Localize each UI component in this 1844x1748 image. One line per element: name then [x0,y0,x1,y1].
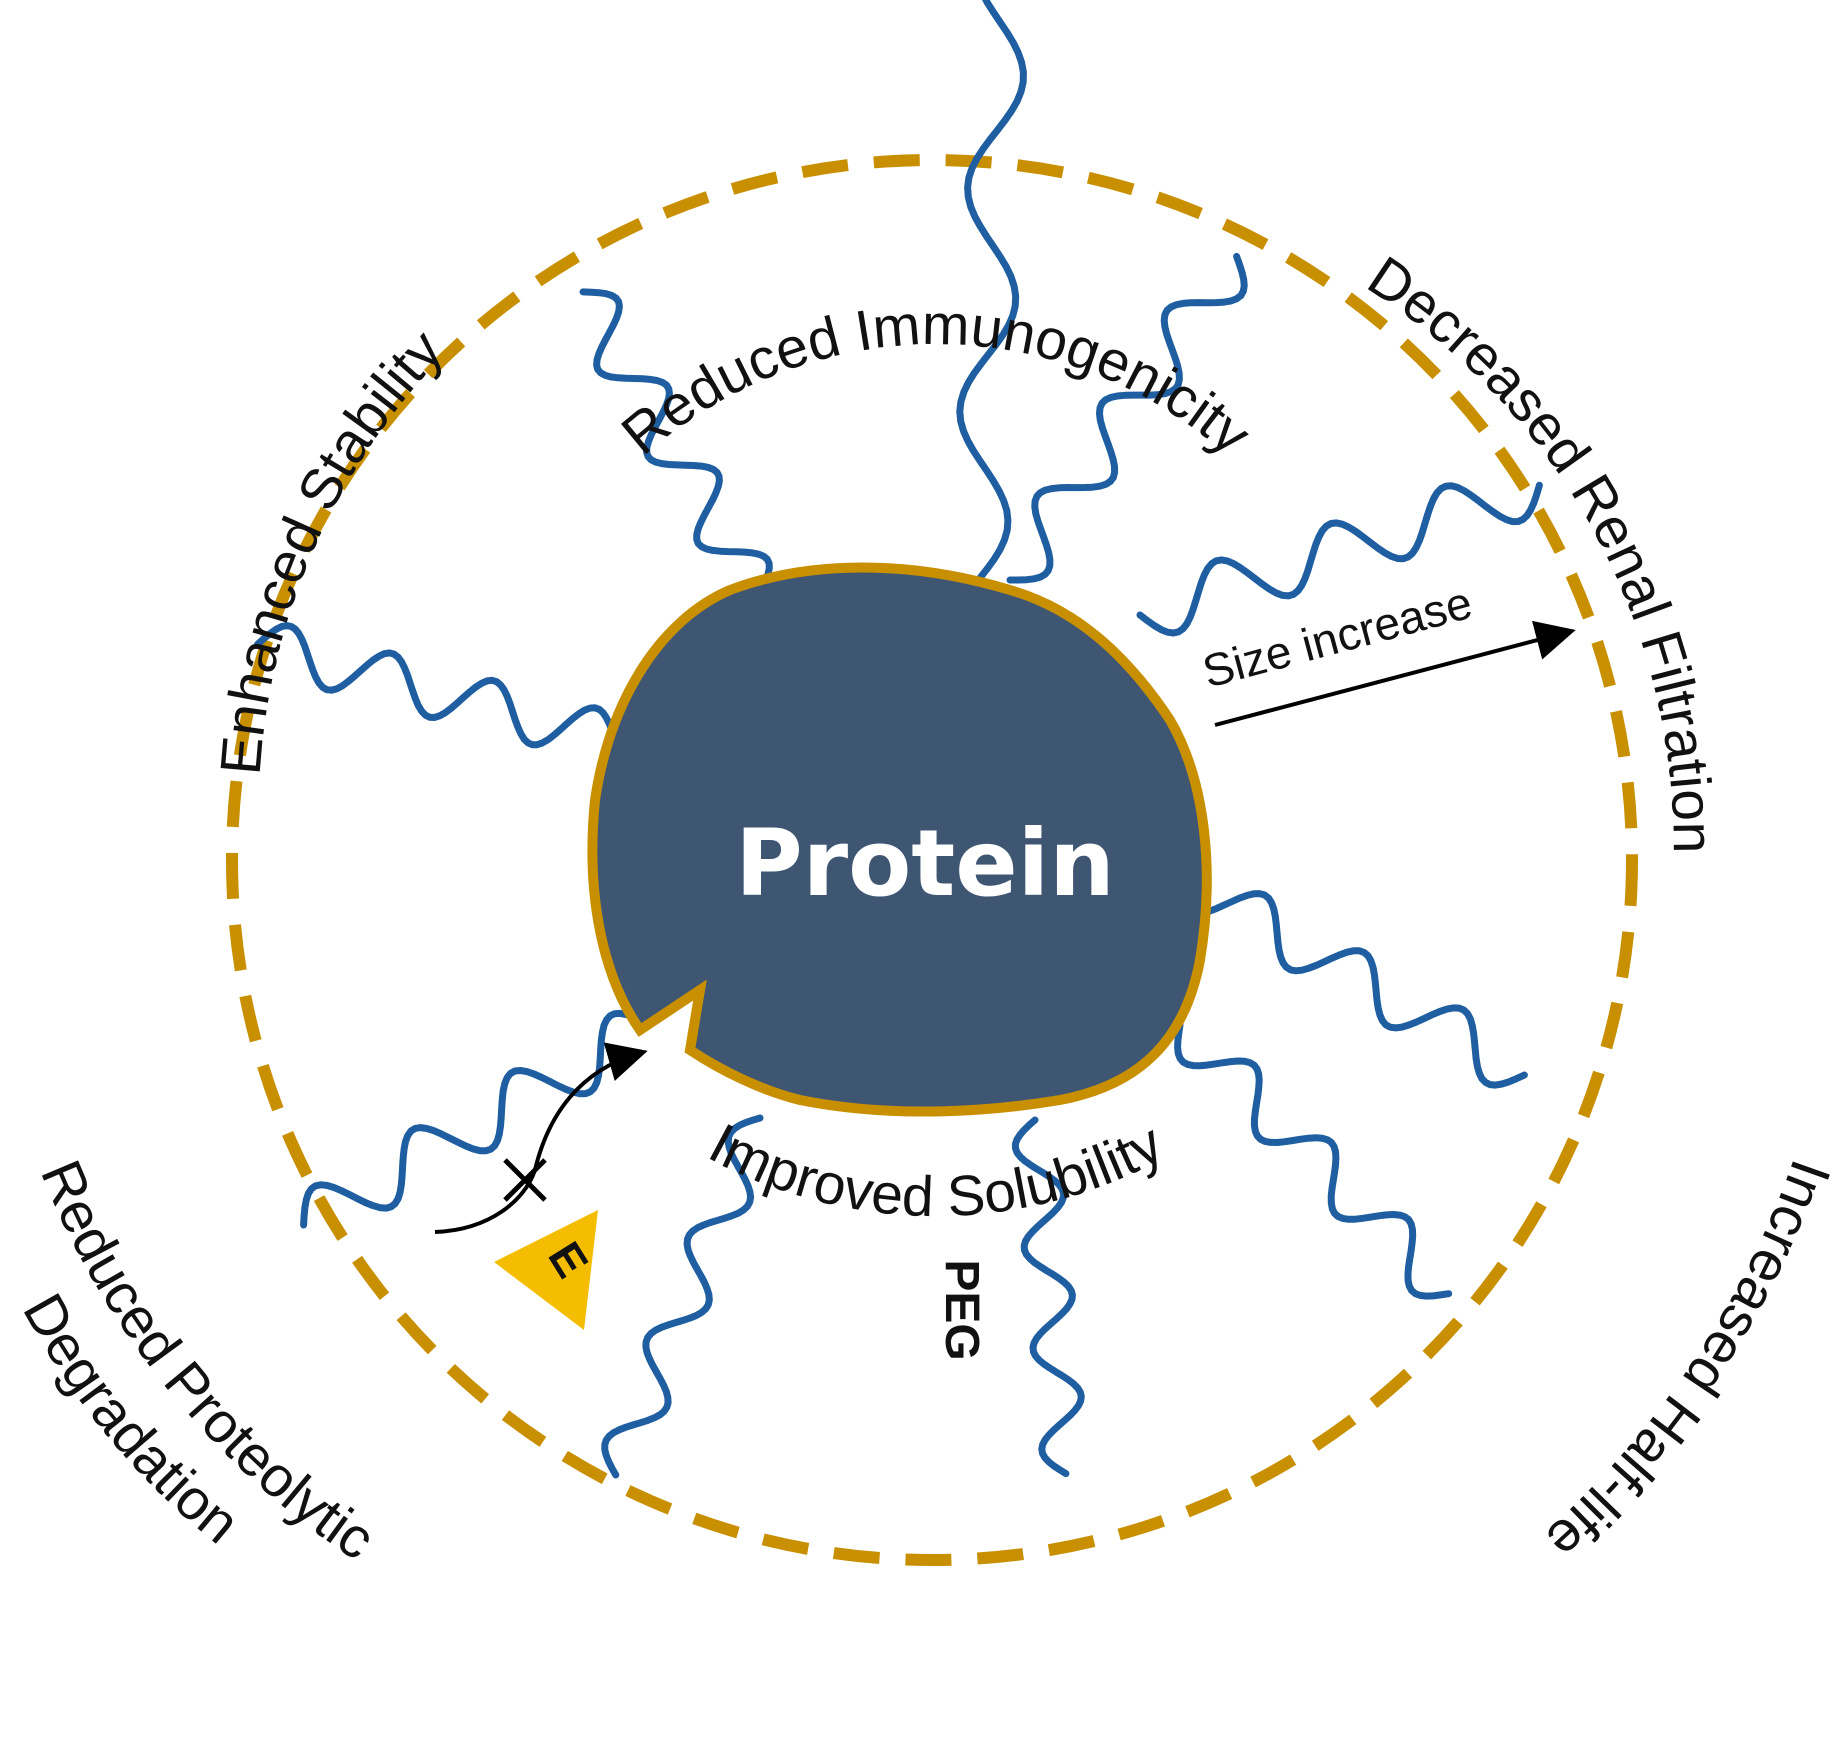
peg-chain [601,1114,764,1479]
protein-label: Protein [735,810,1114,917]
protein-body [587,562,1212,1117]
peg-chain [1174,1021,1453,1300]
benefit-lower-right-label: Increased Half-life [1534,1152,1843,1572]
benefit-bottom-label: Improved Solubility [699,1111,1173,1229]
blocked-x-icon [503,1158,547,1202]
peg-chain [956,0,1027,582]
size-increase-arrow [1214,620,1576,727]
peg-chain [300,1009,654,1229]
peg-label: PEG [935,1259,988,1360]
peg-chain [1006,252,1248,584]
enzyme-triangle-icon: E [494,1210,599,1330]
peg-chain [579,288,773,599]
peg-chain [254,622,619,749]
size-increase-label: Size increase [1197,576,1477,698]
dashed-boundary-circle [226,154,1638,1566]
peg-chain [1011,1116,1085,1478]
peg-chains [254,0,1543,1479]
peg-chain [1174,871,1528,1089]
peg-chain [1136,481,1543,637]
